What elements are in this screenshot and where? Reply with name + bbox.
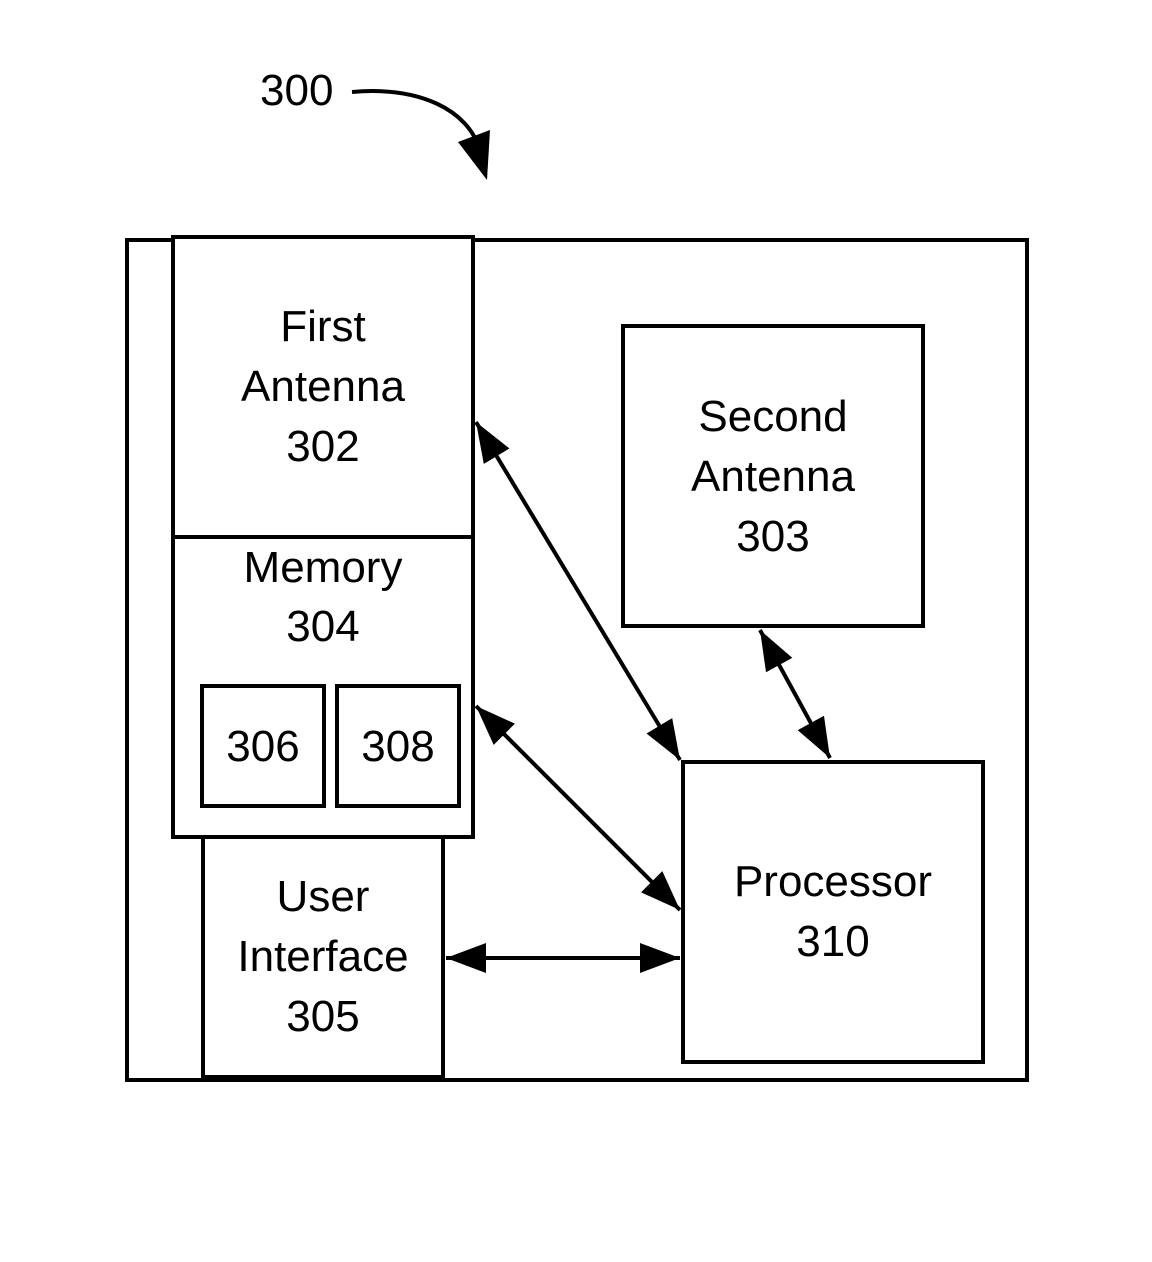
memory-sub-ref-306: 306: [226, 722, 299, 771]
user-interface-ref: 305: [286, 992, 359, 1041]
figure-leader-arrowhead: [458, 130, 490, 180]
user-interface-line1: User: [277, 872, 370, 921]
figure-ref-label: 300: [260, 66, 333, 115]
second-antenna-ref: 303: [736, 512, 809, 561]
second-antenna-block: Second Antenna 303: [623, 326, 923, 626]
processor-block: Processor 310: [683, 762, 983, 1062]
processor-line1: Processor: [734, 857, 932, 906]
memory-sub-ref-308: 308: [361, 722, 434, 771]
memory-block: Memory 304 306 308: [173, 537, 473, 837]
memory-line1: Memory: [244, 543, 403, 592]
second-antenna-line1: Second: [698, 392, 847, 441]
user-interface-block: User Interface 305: [203, 837, 443, 1077]
first-antenna-line1: First: [280, 302, 366, 351]
memory-ref: 304: [286, 602, 359, 651]
first-antenna-line2: Antenna: [241, 362, 405, 411]
first-antenna-ref: 302: [286, 422, 359, 471]
processor-ref: 310: [796, 917, 869, 966]
user-interface-line2: Interface: [237, 932, 408, 981]
first-antenna-block: First Antenna 302: [173, 237, 473, 537]
second-antenna-line2: Antenna: [691, 452, 855, 501]
